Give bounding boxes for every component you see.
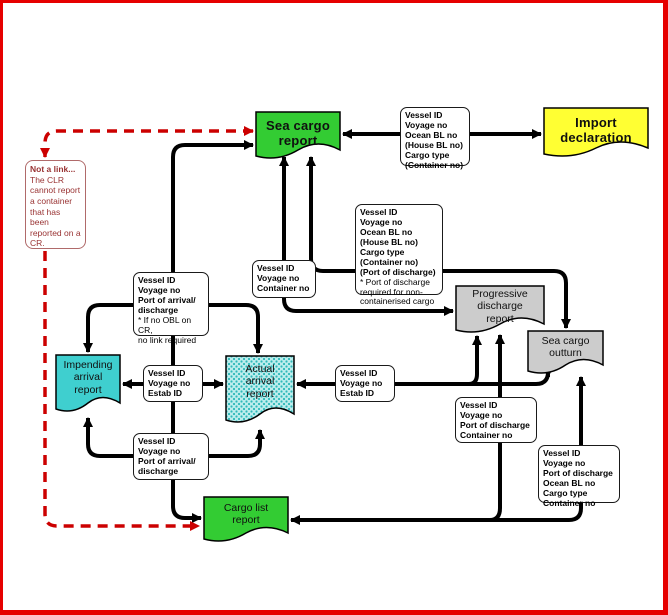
link-scr-pdr (279, 156, 454, 316)
document-shape (55, 354, 121, 412)
node-label-sea-cargo-report: Sea cargo report (266, 118, 330, 149)
link-note: * Port of discharge required for non- co… (360, 276, 435, 307)
link-label-scr-import: Vessel ID Voyage no Ocean BL no (House B… (400, 107, 470, 170)
not-a-link-note: Not a link... The CLR cannot report a co… (25, 160, 86, 249)
node-label-sea-cargo-outturn: Sea cargo outturn (541, 335, 590, 360)
link-fields: Vessel ID Voyage no Container no (257, 263, 310, 293)
node-label-cargo-list-report: Cargo list report (223, 502, 269, 527)
note-title: Not a link... (30, 164, 76, 174)
link-aar-pdr-stub (468, 335, 482, 386)
link-label-arrival-top: Vessel ID Voyage no Port of arrival/ dis… (133, 272, 209, 345)
link-label-iar-aar: Vessel ID Voyage no Estab ID (143, 365, 203, 402)
node-label-impending-arrival-report: Impending arrival report (63, 359, 113, 396)
link-fields: Vessel ID Voyage no Port of arrival/ dis… (138, 275, 196, 315)
document-shape (255, 111, 341, 159)
link-label-clr-outturn: Vessel ID Voyage no Port of discharge Oc… (538, 445, 620, 508)
link-fields: Vessel ID Voyage no Port of discharge Co… (460, 400, 530, 440)
node-import-declaration: Import declaration (543, 107, 649, 161)
link-fields: Vessel ID Voyage no Estab ID (148, 368, 191, 398)
link-label-arrival-bottom: Vessel ID Voyage no Port of arrival/ dis… (133, 433, 209, 480)
note-body: The CLR cannot report a container that h… (30, 174, 81, 249)
node-actual-arrival-report: Actual arrival report (225, 355, 295, 427)
document-shape (543, 107, 649, 157)
node-cargo-list-report: Cargo list report (203, 496, 289, 546)
link-note: * If no OBL on CR, no link required (138, 314, 197, 345)
node-label-progressive-discharge-report: Progressive discharge report (472, 288, 528, 325)
node-label-actual-arrival-report: Actual arrival report (245, 363, 275, 400)
link-fields: Vessel ID Voyage no Estab ID (340, 368, 383, 398)
node-sea-cargo-outturn: Sea cargo outturn (527, 330, 604, 378)
link-fields: Vessel ID Voyage no Ocean BL no (House B… (405, 110, 464, 170)
node-label-import-declaration: Import declaration (560, 115, 632, 146)
link-fields: Vessel ID Voyage no Ocean BL no (House B… (360, 207, 436, 277)
link-label-scr-outturn: Vessel ID Voyage no Ocean BL no (House B… (355, 204, 443, 306)
link-fields: Vessel ID Voyage no Port of arrival/ dis… (138, 436, 196, 476)
node-impending-arrival-report: Impending arrival report (55, 354, 121, 416)
link-clr-outturn (290, 376, 586, 525)
node-sea-cargo-report: Sea cargo report (255, 111, 341, 163)
connector-layer (40, 126, 586, 531)
link-label-scr-pdr: Vessel ID Voyage no Container no (252, 260, 316, 298)
not-a-link-dashed-top (40, 126, 254, 158)
link-label-clr-pdr: Vessel ID Voyage no Port of discharge Co… (455, 397, 537, 443)
link-fields: Vessel ID Voyage no Port of discharge Oc… (543, 448, 613, 508)
not-a-link-dashed-bottom (43, 251, 200, 531)
link-label-aar-outturn: Vessel ID Voyage no Estab ID (335, 365, 395, 402)
